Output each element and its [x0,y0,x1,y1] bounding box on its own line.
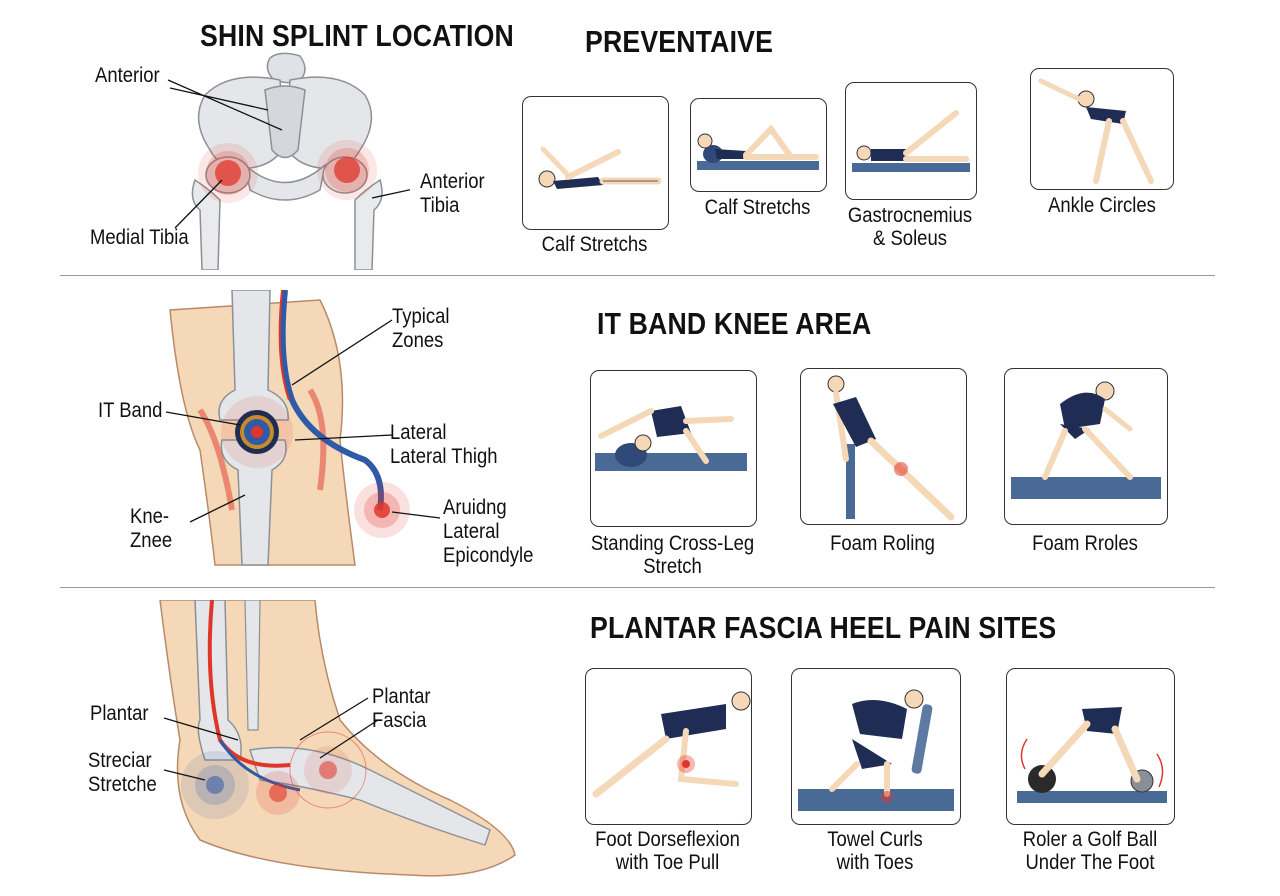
preventative-section-title: PREVENTAIVE [585,24,774,59]
calf-stretch-foam-figure [697,124,819,170]
exercise-card-towel-curls [791,668,961,825]
caption-gastrocnemius-soleus: Gastrocnemius & Soleus [847,204,973,250]
foot-dorseflexion-figure [592,691,751,798]
label-medial-tibia: Medial Tibia [90,226,189,249]
caption-foot-dorseflexion: Foot Dorseflexion with Toe Pull [595,828,740,874]
label-kne-znee: Kne- Znee [130,505,173,552]
label-streciar-stretche: Streciar Stretche [88,749,157,796]
foam-roling-figure [827,375,955,521]
exercise-card-ankle-circles [1030,68,1174,190]
caption-calf-stretch-2: Calf Stretchs [704,196,811,219]
towel-curls-figure [798,689,954,811]
label-anterior-tibia: Anterior Tibia [420,170,485,217]
knee-illustration [165,290,441,566]
caption-foam-rroles: Foam Rroles [1032,532,1138,555]
plantar-section-title: PLANTAR FASCIA HEEL PAIN SITES [590,610,1057,645]
section-divider-2 [60,587,1215,588]
caption-cross-leg-stretch: Standing Cross-Leg Stretch [590,532,755,578]
label-lateral-epicondyle: Aruidng Lateral Epicondyle [443,496,534,567]
exercise-card-foot-dorseflexion [585,668,752,825]
caption-calf-stretch-1: Calf Stretchs [541,233,648,256]
pelvis-illustration [167,52,410,270]
exercise-card-calf-stretch-1 [522,96,669,230]
calf-stretch-figure [538,146,662,189]
foam-rroles-figure [1011,381,1161,499]
label-it-band: IT Band [98,399,163,422]
section-divider-1 [60,275,1215,276]
exercise-card-calf-stretch-2 [690,98,827,192]
gastrocnemius-figure [852,110,970,172]
caption-ankle-circles: Ankle Circles [1048,194,1156,217]
knee-section-title: IT BAND KNEE AREA [597,306,872,341]
golf-ball-figure [1017,707,1167,803]
label-lateral-thigh: Lateral Lateral Thigh [390,421,498,468]
exercise-card-cross-leg-stretch [590,370,757,527]
label-plantar: Plantar [90,702,149,725]
label-anterior: Anterior [95,64,160,87]
exercise-card-foam-rroles [1004,368,1168,525]
caption-golf-ball: Roler a Golf Ball Under The Foot [1022,828,1158,874]
caption-foam-roling: Foam Roling [830,532,935,555]
cross-leg-stretch-figure [595,406,747,471]
shin-section-title: SHIN SPLINT LOCATION [200,18,514,53]
ankle-circles-figure [1038,78,1154,184]
label-typical-zones: Typical Zones [392,305,450,352]
exercise-card-foam-roling [800,368,967,525]
foot-illustration [159,600,516,877]
exercise-card-gastrocnemius [845,82,977,200]
caption-towel-curls: Towel Curls with Toes [827,828,923,874]
label-plantar-fascia: Plantar Fascia [372,685,431,732]
exercise-card-golf-ball [1006,668,1175,825]
